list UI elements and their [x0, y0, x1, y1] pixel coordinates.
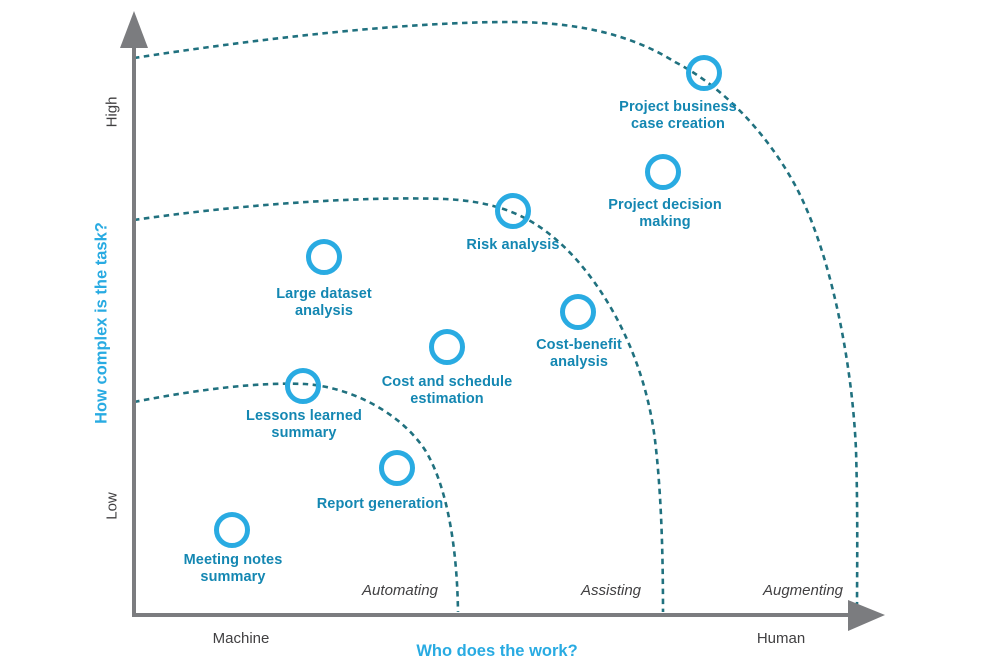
zone-boundary-assisting	[133, 197, 665, 613]
x-axis-arrowhead-icon	[848, 600, 885, 631]
data-point-circle	[560, 294, 596, 330]
data-point-circle	[214, 512, 250, 548]
y-axis-max-label: High	[103, 96, 121, 128]
data-point-circle	[379, 450, 415, 486]
data-point-circle	[645, 154, 681, 190]
x-axis-title: Who does the work?	[416, 642, 578, 660]
data-point-circle	[306, 239, 342, 275]
data-point-label: Large dataset analysis	[276, 286, 372, 319]
zone-boundaries	[133, 20, 859, 613]
data-point-label: Lessons learned summary	[246, 408, 362, 441]
data-point-circle	[686, 55, 722, 91]
data-point-circle	[429, 329, 465, 365]
y-axis-title: How complex is the task?	[92, 222, 111, 424]
zone-label-assisting: Assisting	[580, 582, 642, 599]
data-point-label: Cost and schedule estimation	[381, 374, 513, 407]
zone-boundary-automating	[133, 382, 460, 613]
x-axis-max-label: Human	[756, 630, 806, 647]
data-point-label: Risk analysis	[466, 237, 560, 253]
data-point-circle	[495, 193, 531, 229]
y-axis-min-label: Low	[103, 492, 121, 520]
data-point-label: Meeting notes summary	[183, 552, 283, 585]
x-axis-min-label: Machine	[212, 630, 270, 647]
data-point-label: Report generation	[316, 496, 444, 512]
zone-boundary-augmenting	[133, 20, 859, 613]
zone-label-automating: Automating	[362, 582, 438, 599]
zone-label-augmenting: Augmenting	[762, 582, 844, 599]
data-point-label: Project business case creation	[619, 99, 737, 132]
data-point-circle	[285, 368, 321, 404]
data-point-label: Project decision making	[608, 197, 722, 230]
data-point-label: Cost-benefit analysis	[536, 337, 622, 370]
y-axis-arrowhead-icon	[120, 11, 148, 48]
